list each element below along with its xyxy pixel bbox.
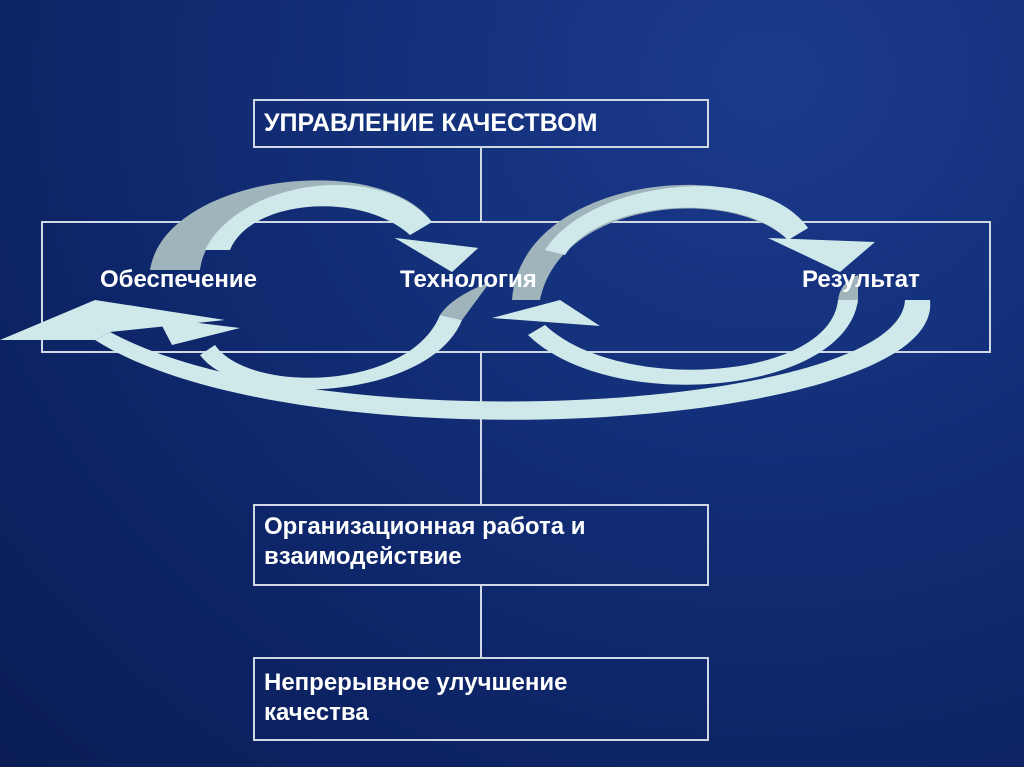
stage-provision-label: Обеспечение	[100, 266, 257, 293]
org-work-line1: Организационная работа и	[264, 513, 586, 540]
improvement-line1: Непрерывное улучшение	[264, 669, 568, 696]
improvement-line2: качества	[264, 699, 369, 726]
right-cycle-arrow	[492, 184, 875, 385]
left-cycle-arrow	[150, 180, 490, 390]
org-work-box	[253, 504, 709, 586]
feedback-arrow	[0, 300, 931, 420]
org-work-text: Организационная работа и взаимодействие	[264, 512, 585, 572]
improvement-box	[253, 657, 709, 741]
org-work-line2: взаимодействие	[264, 543, 462, 570]
stage-result-label: Результат	[802, 266, 920, 293]
improvement-text: Непрерывное улучшение качества	[264, 668, 567, 728]
title-box	[253, 99, 709, 148]
stage-technology-label: Технология	[400, 266, 537, 293]
title-text: УПРАВЛЕНИЕ КАЧЕСТВОМ	[264, 109, 598, 137]
stages-box	[41, 221, 991, 353]
